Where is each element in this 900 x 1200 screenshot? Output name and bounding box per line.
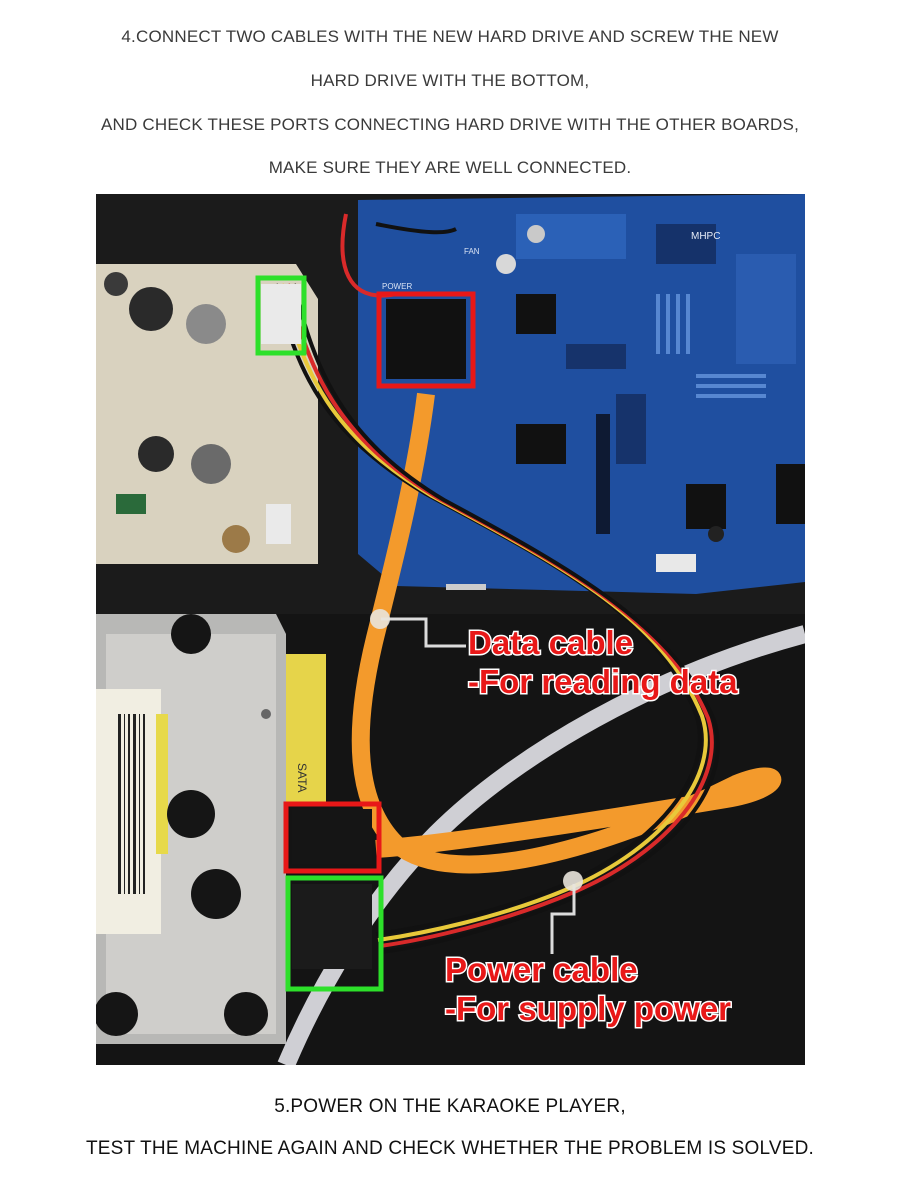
step4-line-3: AND CHECK THESE PORTS CONNECTING HARD DR…: [101, 115, 799, 134]
callout-leaders: [381, 617, 576, 954]
green-highlight-psu-connector: [255, 275, 307, 356]
power-cable-description: -For supply power: [445, 990, 731, 1027]
step4-line-2: HARD DRIVE WITH THE BOTTOM,: [310, 71, 590, 90]
step5-line-2: TEST THE MACHINE AGAIN AND CHECK WHETHER…: [85, 1138, 815, 1159]
red-highlight-drive-data-port: [283, 801, 382, 874]
drive-power-port: [292, 884, 372, 969]
board-fan-label: FAN: [464, 247, 480, 256]
board-power-label: POWER: [382, 282, 412, 291]
step4-line-4: MAKE SURE THEY ARE WELL CONNECTED.: [268, 158, 632, 177]
hard-drive-connection-photo: MHPC POWER FAN SATA: [96, 194, 805, 1065]
board-sata-port: [386, 299, 466, 379]
board-brand-label: MHPC: [691, 231, 720, 242]
hard-drive: [96, 614, 286, 1044]
sata-label-text: SATA: [295, 763, 309, 793]
step5-line-1: 5.POWER ON THE KARAOKE PLAYER,: [274, 1096, 626, 1117]
drive-data-port: [292, 809, 372, 864]
power-cable-title: Power cable: [445, 951, 638, 988]
sata-label-strip: [286, 654, 326, 804]
step4-line-1: 4.CONNECT TWO CABLES WITH THE NEW HARD D…: [121, 27, 779, 46]
data-cable-description: -For reading data: [468, 663, 738, 700]
psu-connector: [261, 284, 301, 344]
power-cable-bundle: [274, 213, 720, 954]
red-highlight-board-port: [376, 291, 476, 389]
green-highlight-drive-power-port: [285, 875, 384, 992]
data-cable-title: Data cable: [468, 624, 633, 661]
